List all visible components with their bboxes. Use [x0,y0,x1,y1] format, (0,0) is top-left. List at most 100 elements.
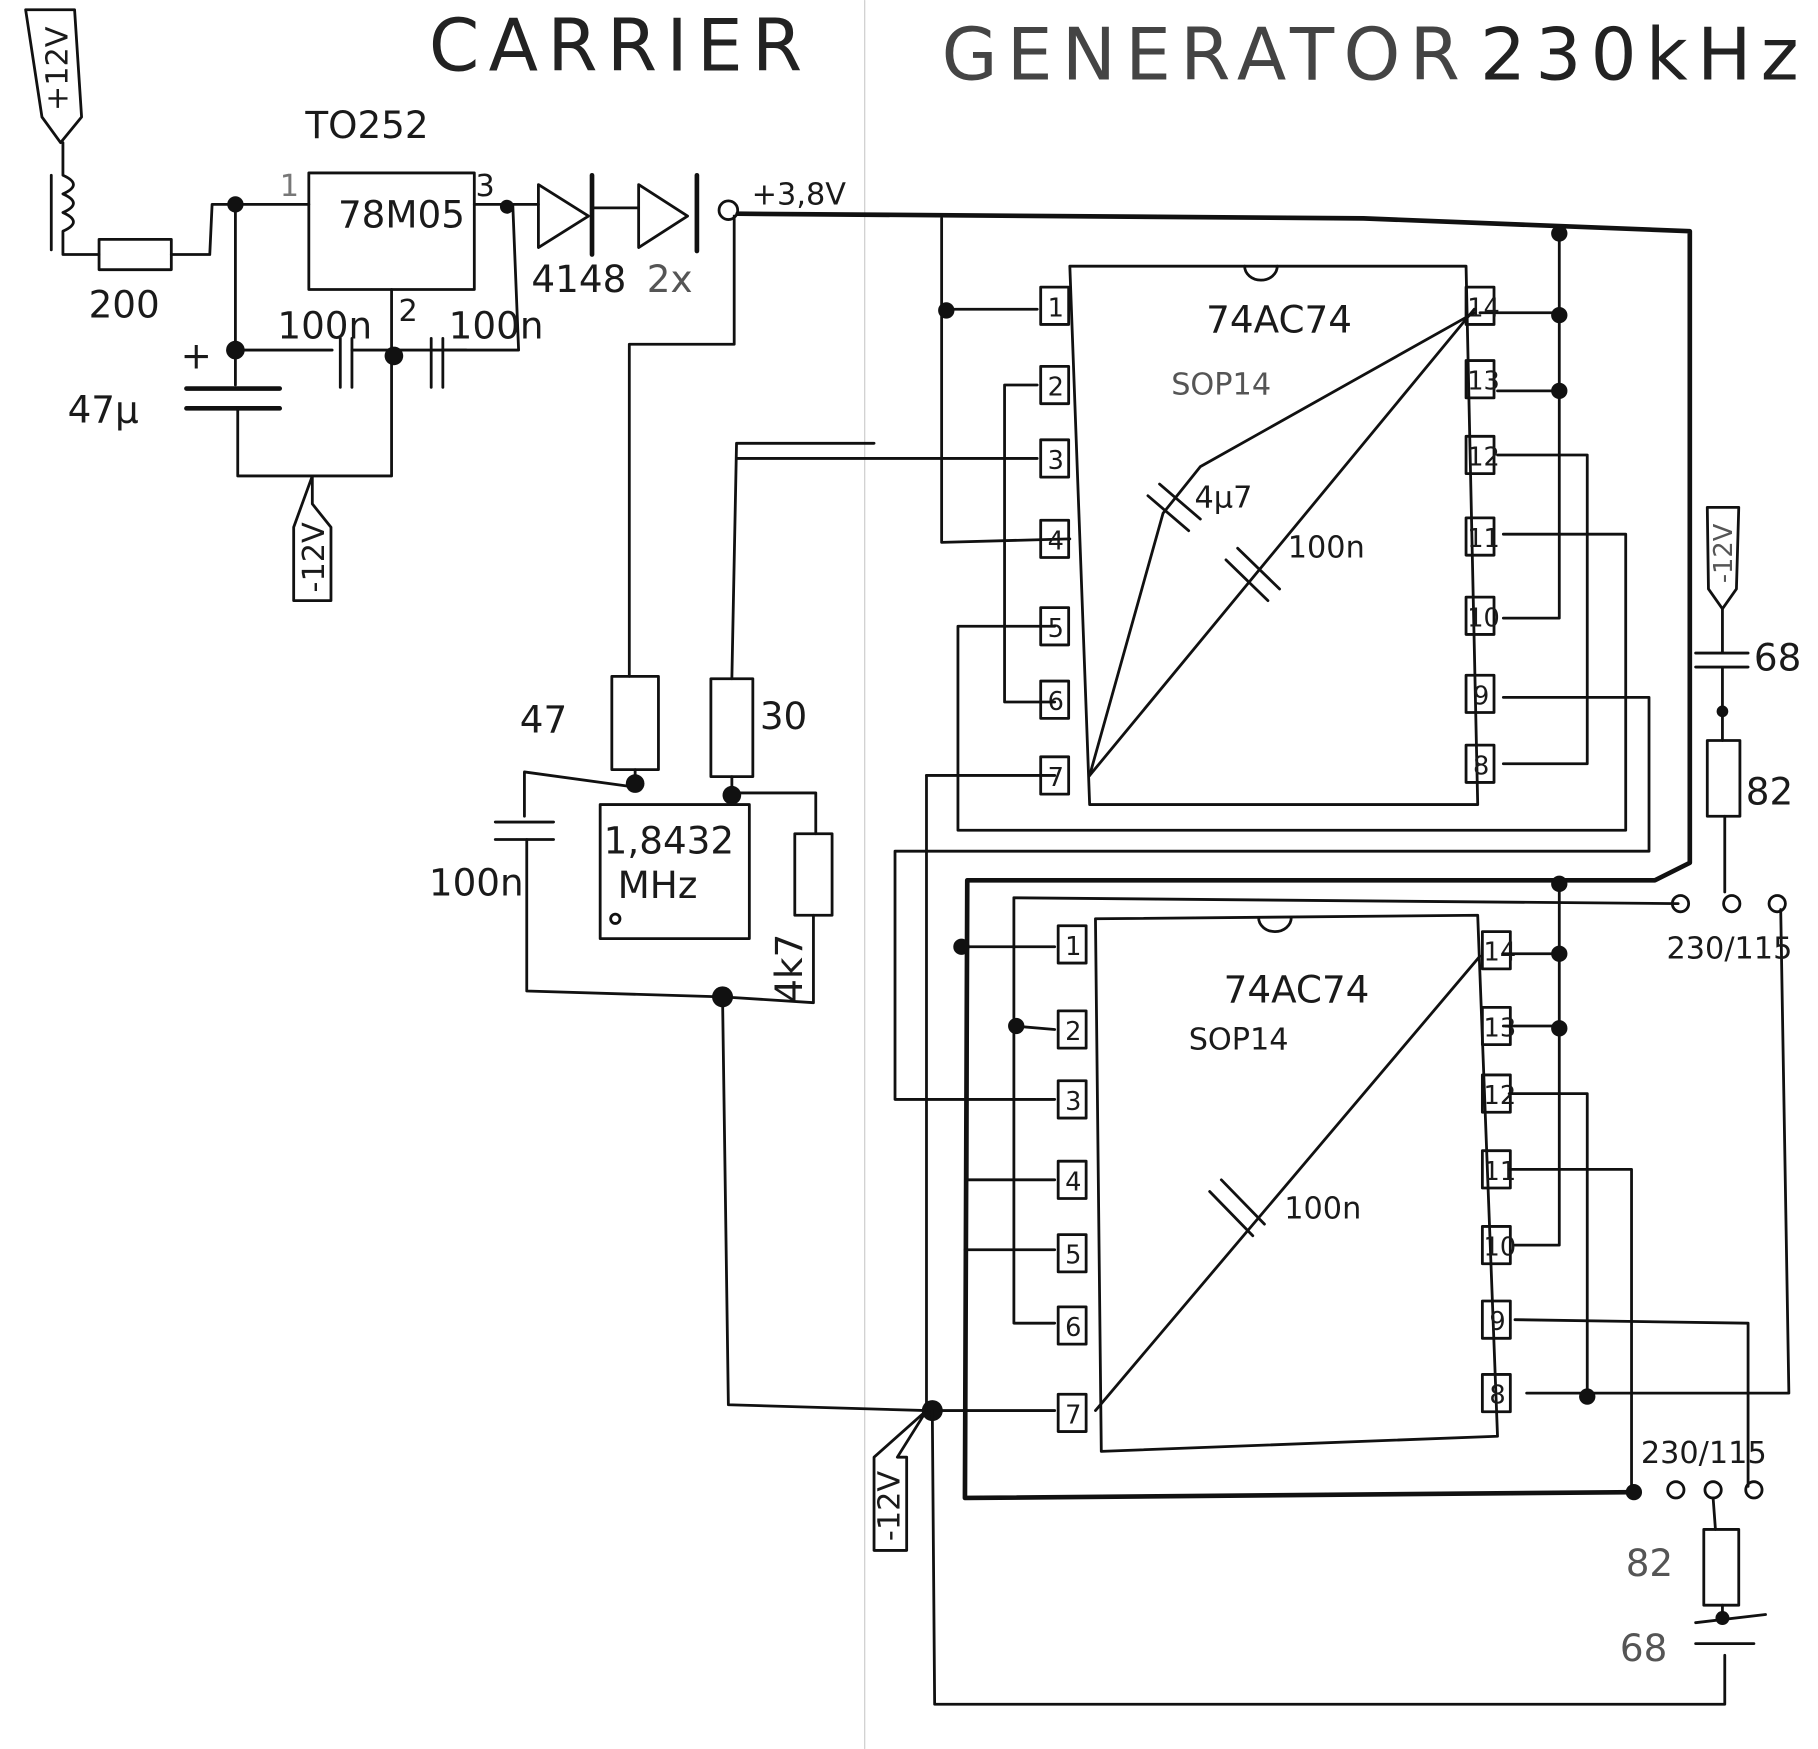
svg-text:4148: 4148 [531,257,626,301]
ic1-pin-box [1464,516,1496,557]
ic2-pin-box [1056,1305,1088,1346]
ic2-pin-box [1056,1079,1088,1120]
ic2-pin-13: 13 [1484,1013,1517,1043]
ic2-pin-box [1056,1233,1088,1274]
ic2-pin-box [1056,1009,1088,1050]
svg-text:MHz: MHz [618,863,698,907]
ic1-pin-box [1039,285,1071,326]
ic1-pin-box [1464,743,1496,784]
ic2-pin-box [1480,1299,1512,1340]
output1-network: -12V 68 82 230/115 [1667,506,1801,966]
svg-text:+12V: +12V [41,26,76,111]
ic1-pin-box [1464,359,1496,400]
title-frequency: 230kHz [1480,14,1808,98]
title-carrier: CARRIER [429,4,812,88]
resistor-200-label: 200 [89,282,160,326]
ic2-pin-box [1056,924,1088,965]
ic1-pin-10: 10 [1467,603,1500,633]
svg-text:100n: 100n [449,303,544,347]
cap-47u-label: 47µ [68,387,139,431]
svg-text:82: 82 [1746,770,1793,814]
ic2-pin-3: 3 [1065,1087,1081,1117]
ic1-pin-box [1464,434,1496,476]
svg-text:82: 82 [1626,1541,1673,1585]
ic1-pin-box [1039,518,1071,559]
ic2-pin-1: 1 [1065,932,1081,962]
svg-text:1: 1 [280,169,299,204]
ic1-pin-4: 4 [1048,526,1064,556]
svg-text:100n: 100n [277,303,372,347]
svg-text:78M05: 78M05 [338,193,465,237]
svg-text:2x: 2x [647,257,693,301]
minus12v-terminal-top: -12V [297,522,332,592]
ic1-pin-box [1039,364,1071,406]
resistor-30 [709,677,755,779]
ic1-pin-box [1464,673,1496,714]
output2-network: 230/115 82 68 [1620,1436,1767,1670]
ic1-pin-box [1039,438,1071,479]
title-generator: GENERATOR [942,14,1470,98]
svg-text:SOP14: SOP14 [1171,367,1271,402]
svg-text:100n: 100n [1284,1191,1361,1226]
ic1-pin-3: 3 [1048,446,1064,476]
resistor-200 [97,237,173,272]
svg-text:3: 3 [475,169,494,204]
svg-text:4µ7: 4µ7 [1195,480,1253,515]
ic1-pin-11: 11 [1467,524,1500,554]
svg-text:100n: 100n [429,860,524,904]
ic2-pin-box [1480,1373,1512,1414]
ic1-pin-8: 8 [1473,751,1489,781]
ic2-pin-9: 9 [1489,1307,1505,1337]
svg-text:+: + [181,334,212,378]
ic1-pin-7: 7 [1048,763,1064,793]
svg-text:100n: 100n [1288,531,1365,566]
svg-text:230/115: 230/115 [1641,1436,1767,1471]
ic1-pin-box [1039,679,1071,720]
ic1-pin-14: 14 [1467,293,1500,323]
ic2-pin-box [1056,1392,1088,1433]
svg-text:1,8432: 1,8432 [604,819,734,863]
ic1-pin-9: 9 [1473,681,1489,711]
svg-text:4k7: 4k7 [767,934,811,1003]
minus12v-terminal-bottom: -12V [873,1471,908,1541]
package-label: TO252 [304,103,428,147]
plus12v-terminal: +12V [24,8,83,145]
ic2-pin-4: 4 [1065,1167,1081,1197]
rail-voltage-label: +3,8V [752,177,847,212]
resistor-4k7 [793,832,834,917]
svg-text:47: 47 [520,697,567,741]
ic2-pin-2: 2 [1065,1017,1081,1047]
ic1-pin-2: 2 [1048,373,1064,403]
ic2-pin-box [1056,1159,1088,1200]
svg-text:2: 2 [399,294,418,329]
ic2-pin-6: 6 [1065,1313,1081,1343]
svg-text:SOP14: SOP14 [1189,1022,1289,1057]
ic2-pin-7: 7 [1065,1400,1081,1430]
minus12v-terminal-right: -12V [1709,523,1739,583]
resistor-47 [610,674,660,772]
ic2-pin-11: 11 [1484,1157,1517,1187]
ic2-pin-box [1480,930,1512,971]
crystal-oscillator [598,803,751,940]
ic2-pin-5: 5 [1065,1241,1081,1271]
ic2-pin-box [1480,1225,1512,1266]
ic1-pin-box [1464,285,1496,326]
svg-text:74AC74: 74AC74 [1206,298,1352,342]
diodes-4148 [537,172,700,257]
ic2-pin-12: 12 [1484,1081,1517,1111]
ic2-pin-8: 8 [1489,1381,1505,1411]
svg-text:230/115: 230/115 [1667,931,1793,966]
ic2-pin-10: 10 [1484,1233,1517,1263]
ic1-pin-5: 5 [1048,614,1064,644]
ic1-pin-13: 13 [1467,367,1500,397]
svg-text:68: 68 [1620,1626,1667,1670]
ic1-pin-12: 12 [1467,442,1500,472]
ic1-pin-1: 1 [1048,293,1064,323]
svg-text:68: 68 [1754,636,1801,680]
ic1-pin-box [1039,755,1071,796]
svg-text:74AC74: 74AC74 [1224,968,1370,1012]
svg-text:30: 30 [760,694,807,738]
